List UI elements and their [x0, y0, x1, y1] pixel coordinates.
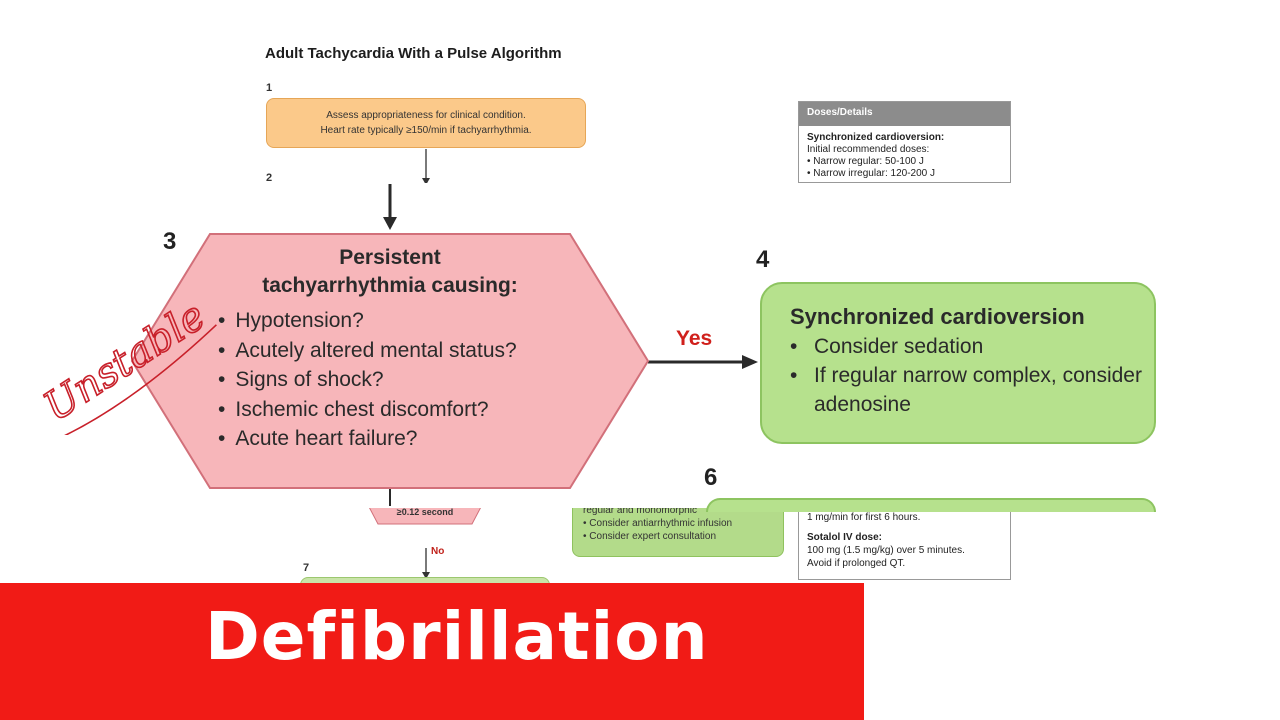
- title-banner: [0, 583, 864, 720]
- decision-3-item: Ischemic chest discomfort?: [218, 395, 570, 425]
- step-number-7: 7: [303, 562, 310, 574]
- assessment-line-1: Assess appropriateness for clinical cond…: [326, 110, 526, 121]
- banner-text: Defibrillation: [205, 598, 709, 675]
- step-number-6: 6: [704, 464, 718, 491]
- arrowhead-no-7: [422, 572, 430, 579]
- step-6-item-2: • Consider expert consultation: [583, 531, 717, 542]
- step-6-item-1: • Consider antiarrhythmic infusion: [583, 518, 733, 529]
- handwriting-text: Unstable: [36, 293, 214, 431]
- decision-3-item: Acute heart failure?: [218, 424, 570, 454]
- synchronized-cardioversion-box: Synchronized cardioversion Consider seda…: [760, 282, 1156, 444]
- sotalol-title: Sotalol IV dose:: [807, 532, 883, 543]
- handwriting-group: Unstable: [35, 292, 217, 435]
- handwritten-annotation: Unstable: [35, 292, 217, 435]
- doses-subtitle: Synchronized cardioversion:: [807, 132, 945, 143]
- handwriting-underline: [62, 324, 217, 435]
- algorithm-title: Adult Tachycardia With a Pulse Algorithm: [265, 45, 562, 62]
- step-number-4: 4: [756, 246, 770, 273]
- step-6-large-box-top: [706, 498, 1156, 512]
- lower-doses-panel: 1 mg/min for first 6 hours. Sotalol IV d…: [798, 505, 1011, 580]
- arrowhead-3-4: [742, 355, 758, 369]
- assessment-line-2: Heart rate typically ≥150/min if tachyar…: [320, 125, 532, 136]
- box-4-item: If regular narrow complex, consider aden…: [790, 361, 1154, 419]
- decision-3-list: Hypotension? Acutely altered mental stat…: [210, 306, 570, 454]
- doses-line-1: Initial recommended doses:: [807, 144, 930, 155]
- decision-3-item: Hypotension?: [218, 306, 570, 336]
- step-number-3: 3: [163, 228, 177, 255]
- decision-3-title-line-2: tachyarrhythmia causing:: [262, 274, 518, 297]
- step-number-2: 2: [266, 172, 273, 184]
- yes-label: Yes: [676, 327, 713, 350]
- arrowhead-2-3: [383, 217, 397, 230]
- assessment-box: Assess appropriateness for clinical cond…: [266, 98, 586, 148]
- wide-qrs-label: ≥0.12 second: [396, 507, 454, 517]
- arrowhead-1-2: [422, 178, 430, 185]
- doses-details-header: Doses/Details: [799, 102, 1010, 126]
- doses-line-3: • Narrow irregular: 120-200 J: [807, 168, 935, 179]
- box-4-item: Consider sedation: [790, 332, 1154, 361]
- box-4-title: Synchronized cardioversion: [790, 304, 1085, 329]
- step-6-small-box: regular and monomorphic • Consider antia…: [572, 505, 784, 557]
- doses-line-2: • Narrow regular: 50-100 J: [807, 156, 924, 167]
- lower-doses-line-2: 100 mg (1.5 mg/kg) over 5 minutes.: [807, 545, 965, 556]
- lower-doses-line-1: 1 mg/min for first 6 hours.: [807, 512, 921, 523]
- step-number-1: 1: [266, 82, 273, 94]
- decision-3-title-line-1: Persistent: [339, 246, 441, 269]
- decision-3-item: Signs of shock?: [218, 365, 570, 395]
- no-label: No: [431, 546, 445, 557]
- step-6-line-0: regular and monomorphic: [583, 505, 697, 516]
- lower-doses-line-3: Avoid if prolonged QT.: [807, 558, 906, 569]
- wide-qrs-decision-shape: [368, 505, 482, 525]
- decision-3-item: Acutely altered mental status?: [218, 336, 570, 366]
- decision-3-title: Persistent tachyarrhythmia causing:: [210, 244, 570, 300]
- wide-qrs-shape: [368, 505, 482, 525]
- doses-details-panel: Doses/Details Synchronized cardioversion…: [798, 101, 1011, 183]
- decision-3-content: Persistent tachyarrhythmia causing: Hypo…: [210, 244, 570, 454]
- box-4-list: Consider sedation If regular narrow comp…: [790, 332, 1154, 419]
